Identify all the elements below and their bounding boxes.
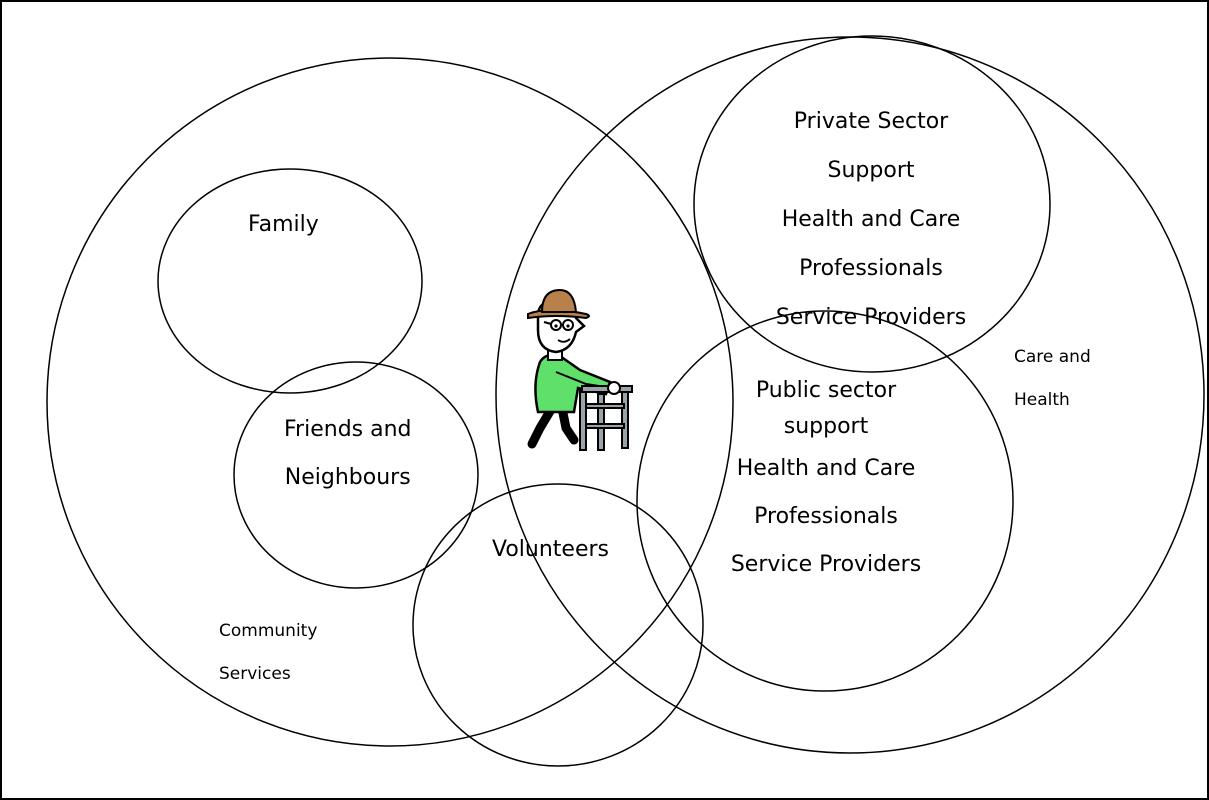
public-sector-support-label: Public sector support Health and Care Pr… bbox=[730, 378, 922, 577]
friends-and-neighbours-circle bbox=[233, 361, 479, 589]
community-services-circle bbox=[46, 57, 734, 747]
elderly-man-with-walker-icon bbox=[527, 288, 633, 451]
public-sector-circle bbox=[636, 310, 1014, 692]
volunteers-circle bbox=[412, 483, 704, 767]
private-sector-support-label: Private Sector Support Health and Care P… bbox=[775, 109, 967, 330]
volunteers-label: Volunteers bbox=[492, 537, 610, 562]
family-label: Family bbox=[248, 212, 319, 237]
private-sector-circle bbox=[693, 35, 1051, 373]
friends-and-neighbours-label: Friends and Neighbours bbox=[284, 417, 412, 490]
community-services-label: Community Services bbox=[219, 621, 318, 684]
care-and-health-label: Care and Health bbox=[1014, 347, 1091, 410]
family-circle bbox=[157, 168, 423, 394]
